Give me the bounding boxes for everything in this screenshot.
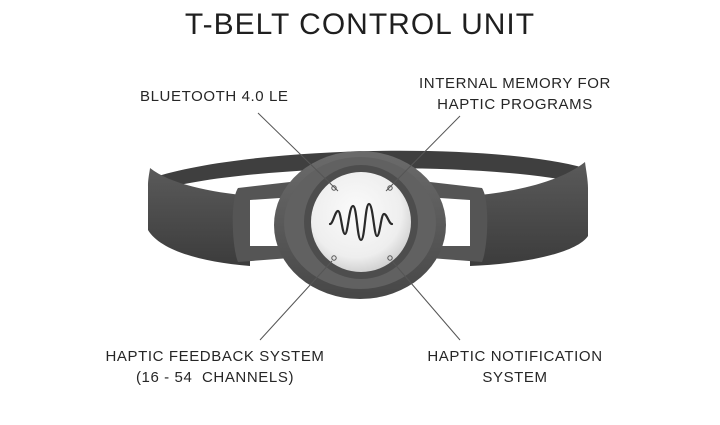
callout-bluetooth: BLUETOOTH 4.0 LE [140, 86, 289, 107]
face-dot-top-left [331, 185, 337, 191]
callout-feedback-line-2: (16 - 54 CHANNELS) [135, 369, 295, 386]
callout-haptic-feedback: HAPTIC FEEDBACK SYSTEM (16 - 54 CHANNELS… [90, 346, 340, 388]
callout-internal-memory: INTERNAL MEMORY FOR HAPTIC PROGRAMS [398, 73, 632, 115]
callout-notification-line-1: HAPTIC NOTIFICATION [427, 348, 603, 365]
face-dot-top-right [387, 185, 393, 191]
sine-wave-icon [328, 202, 394, 242]
callout-bluetooth-line-1: BLUETOOTH 4.0 LE [140, 88, 289, 105]
left-buckle-frame [232, 182, 290, 262]
callout-memory-line-2: HAPTIC PROGRAMS [437, 96, 593, 113]
leader-bluetooth [257, 112, 339, 192]
right-buckle-frame [430, 182, 488, 262]
callout-memory-line-1: INTERNAL MEMORY FOR [419, 75, 611, 92]
face-dot-bottom-right [387, 255, 393, 261]
leader-notification [391, 260, 461, 341]
callout-feedback-line-1: HAPTIC FEEDBACK SYSTEM [105, 348, 325, 365]
leader-memory [385, 115, 461, 192]
belt-right-strap [470, 162, 588, 266]
callout-notification-line-2: SYSTEM [482, 369, 548, 386]
face-dot-bottom-left [331, 255, 337, 261]
belt-left-strap [148, 168, 250, 266]
callout-haptic-notification: HAPTIC NOTIFICATION SYSTEM [408, 346, 622, 388]
leader-feedback [259, 260, 333, 341]
diagram-title: T-BELT CONTROL UNIT [184, 8, 536, 41]
control-unit-face [311, 172, 411, 272]
belt-back-band [152, 150, 585, 192]
